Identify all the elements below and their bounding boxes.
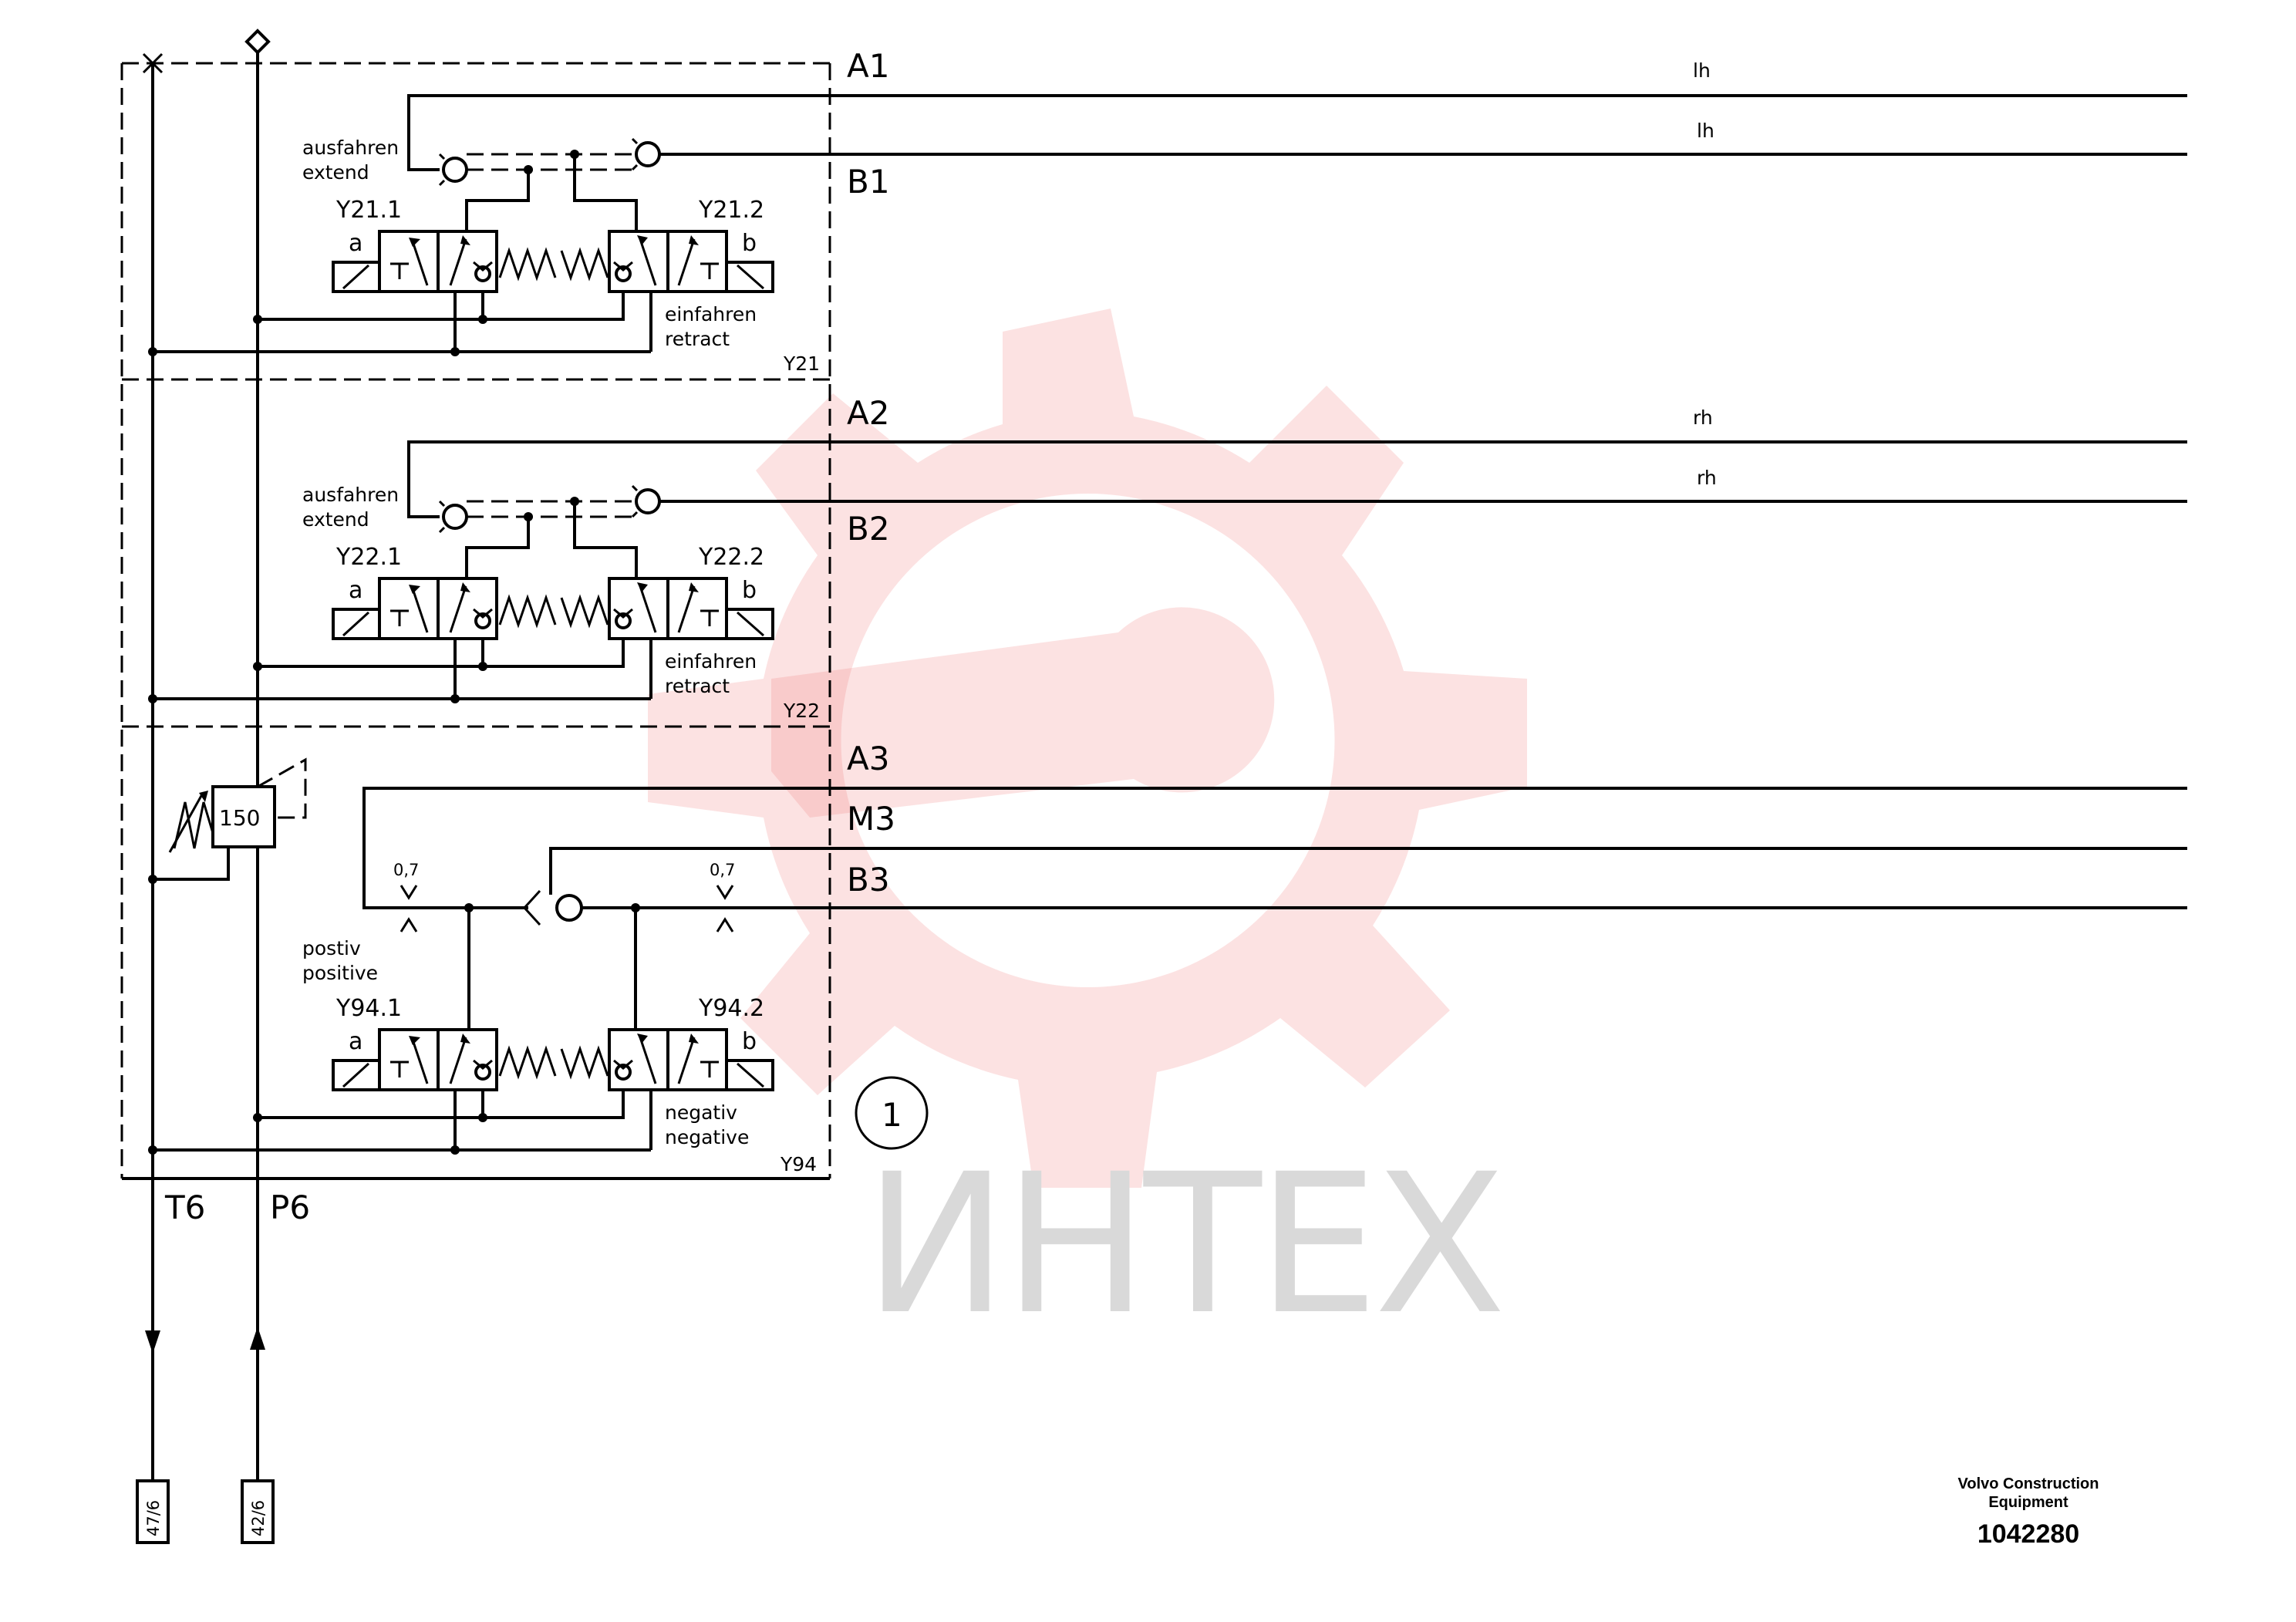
- circle-marker: 1: [855, 1076, 929, 1150]
- y94-action-left-en: positive: [302, 962, 378, 984]
- y21-valve-right-label: Y21.2: [698, 197, 764, 224]
- a1-line-label: lh: [1693, 59, 1711, 82]
- watermark-text: ИНТЕХ: [864, 1132, 1502, 1357]
- section-y94: 150 0,7 0,7: [148, 757, 817, 1175]
- y94-action-right-de: negativ: [665, 1101, 737, 1124]
- y94-valve-left-label: Y94.1: [335, 995, 402, 1022]
- output-lines: [362, 94, 2187, 909]
- svg-text:47/6: 47/6: [144, 1500, 163, 1536]
- shuttle-valve: [555, 894, 583, 922]
- svg-text:1: 1: [882, 1096, 902, 1134]
- check-valve-left: [442, 157, 468, 183]
- tank-line: [142, 52, 164, 1481]
- section-y22: ausfahren extend Y22.1 Y22.2 a b einfahr…: [148, 484, 820, 722]
- relief-valve: [211, 785, 276, 848]
- check-valve-left: [442, 504, 468, 530]
- orifice-right-value: 0,7: [710, 861, 735, 879]
- y94-action-right-en: negative: [665, 1126, 749, 1148]
- y21-action-left-en: extend: [302, 161, 369, 184]
- orifice-left-value: 0,7: [393, 861, 419, 879]
- branding-block: Volvo Construction Equipment 1042280: [1958, 1475, 2099, 1549]
- y21-section-label: Y21: [783, 352, 820, 375]
- y21-action-left-de: ausfahren: [302, 137, 399, 159]
- port-a2-label: A2: [847, 394, 889, 432]
- y94-side-b: b: [742, 1028, 757, 1055]
- company-line1: Volvo Construction: [1958, 1475, 2099, 1492]
- b2-line-label: rh: [1697, 467, 1717, 489]
- y22-side-a: a: [349, 577, 362, 604]
- y22-action-left-de: ausfahren: [302, 484, 399, 506]
- y22-valve-left-label: Y22.1: [335, 544, 402, 571]
- y94-side-a: a: [349, 1028, 362, 1055]
- section-frames: [120, 62, 831, 1180]
- port-a3-label: A3: [847, 740, 889, 777]
- company-line2: Equipment: [1988, 1494, 2068, 1511]
- tank-line-tag: 47/6: [136, 1479, 170, 1544]
- pressure-line: [244, 29, 271, 1481]
- y22-action-right-en: retract: [665, 675, 730, 697]
- port-b1-label: B1: [847, 163, 890, 201]
- b1-line-label: lh: [1697, 120, 1714, 142]
- y21-side-a: a: [349, 230, 362, 257]
- relief-setting: 150: [219, 805, 260, 831]
- drawing-number: 1042280: [1977, 1519, 2079, 1549]
- y94-valve-right-label: Y94.2: [698, 995, 764, 1022]
- y21-side-b: b: [742, 230, 757, 257]
- y22-side-b: b: [742, 577, 757, 604]
- y21-action-right-de: einfahren: [665, 303, 757, 325]
- port-b2-label: B2: [847, 510, 890, 548]
- port-a1-label: A1: [847, 47, 889, 85]
- port-labels: A1 B1 A2 B2 A3 M3 B3 T6 P6: [164, 47, 895, 1226]
- y94-section-label: Y94: [780, 1153, 817, 1175]
- y22-action-left-en: extend: [302, 508, 369, 531]
- a2-line-label: rh: [1693, 406, 1713, 429]
- svg-text:42/6: 42/6: [249, 1500, 268, 1536]
- y21-valve-left-label: Y21.1: [335, 197, 402, 224]
- y94-action-left-de: postiv: [302, 937, 361, 959]
- port-m3-label: M3: [847, 800, 895, 838]
- section-y21: ausfahren extend Y21.1 Y21.2 a b einfahr…: [148, 137, 820, 375]
- port-t6-label: T6: [164, 1189, 205, 1226]
- line-labels: lh lh rh rh: [1693, 59, 1717, 489]
- pressure-line-tag: 42/6: [241, 1479, 275, 1544]
- watermark-gear-logo: [648, 309, 1527, 1188]
- port-p6-label: P6: [270, 1189, 310, 1226]
- y21-action-right-en: retract: [665, 328, 730, 350]
- y22-action-right-de: einfahren: [665, 650, 757, 673]
- y22-section-label: Y22: [783, 700, 820, 722]
- y22-valve-right-label: Y22.2: [698, 544, 764, 571]
- port-b3-label: B3: [847, 861, 890, 899]
- check-valve-right: [635, 488, 661, 514]
- check-valve-right: [635, 141, 661, 167]
